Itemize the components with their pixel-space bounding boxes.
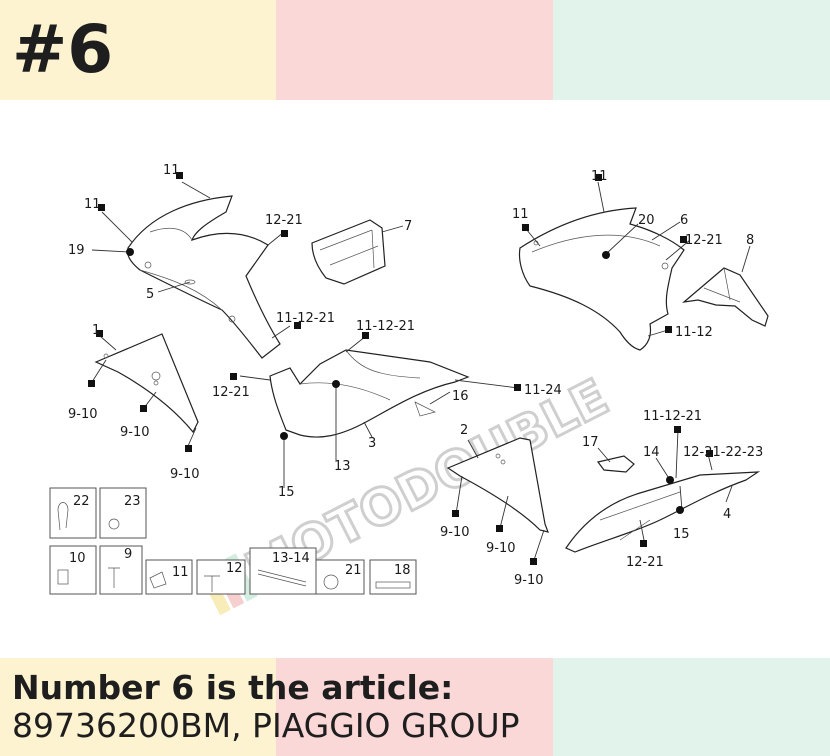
callout-label: 12-21-22-23 xyxy=(683,445,763,460)
callout-label: 11 xyxy=(591,169,608,184)
callout-label: 17 xyxy=(582,435,599,450)
fastener-label: 9 xyxy=(124,547,132,562)
part-5-side-fairing-left xyxy=(126,195,281,359)
fastener-box: 13-14 xyxy=(249,547,317,595)
band-green xyxy=(553,0,830,100)
callout-label: 9-10 xyxy=(120,425,150,440)
callout-label: 16 xyxy=(452,389,469,404)
callout-label: 4 xyxy=(723,507,731,522)
part-6-side-fairing-right xyxy=(518,207,685,351)
fastener-box: 11 xyxy=(145,559,193,595)
fastener-label: 10 xyxy=(69,551,86,566)
exploded-parts-diagram: MOTODOUBLE xyxy=(49,163,769,616)
caption-heading: Number 6 is the article: xyxy=(12,668,454,707)
band-green xyxy=(553,658,830,756)
fastener-label: 22 xyxy=(73,494,90,509)
reference-dots xyxy=(126,248,684,514)
band-yellow xyxy=(0,658,276,756)
part-2-lower-panel xyxy=(446,437,549,533)
callout-label: 12-21 xyxy=(626,555,664,570)
fastener-label: 18 xyxy=(394,563,411,578)
callout-label: 11 xyxy=(512,207,529,222)
callout-label: 13 xyxy=(334,459,351,474)
callout-label: 1 xyxy=(92,323,100,338)
part-1-inner-panel-left xyxy=(94,333,199,434)
article-number: 89736200BM, PIAGGIO GROUP xyxy=(12,706,520,745)
callout-label: 9-10 xyxy=(440,525,470,540)
callout-label: 9-10 xyxy=(514,573,544,588)
part-17-small-bracket xyxy=(596,455,635,473)
callout-label: 2 xyxy=(460,423,468,438)
fastener-box: 18 xyxy=(369,559,417,595)
band-yellow xyxy=(0,0,276,100)
callout-label: 11 xyxy=(163,163,180,178)
callout-labels: 11 11 19 12-21 7 5 1 11-12-21 9-10 9-10 … xyxy=(68,163,763,588)
callout-label: 11-12-21 xyxy=(643,409,702,424)
fastener-legend: 22 23 10 9 11 12 13- xyxy=(49,487,417,595)
callout-label: 11-12-21 xyxy=(356,319,415,334)
callout-label: 9-10 xyxy=(486,541,516,556)
callout-label: 14 xyxy=(643,445,660,460)
callout-label: 8 xyxy=(746,233,754,248)
callout-label: 19 xyxy=(68,243,85,258)
item-number-badge: #6 xyxy=(12,11,114,88)
callout-label: 15 xyxy=(673,527,690,542)
callout-label: 20 xyxy=(638,213,655,228)
fastener-label: 12 xyxy=(226,561,243,576)
fastener-label: 23 xyxy=(124,494,141,509)
callout-label: 5 xyxy=(146,287,154,302)
callout-label: 15 xyxy=(278,485,295,500)
fastener-label: 11 xyxy=(172,565,189,580)
callout-label: 11 xyxy=(84,197,101,212)
fastener-box: 22 xyxy=(49,487,97,539)
footer-band xyxy=(0,658,830,756)
callout-label: 3 xyxy=(368,436,376,451)
callout-label: 11-12 xyxy=(675,325,713,340)
callout-label: 9-10 xyxy=(170,467,200,482)
callout-label: 12-21 xyxy=(212,385,250,400)
part-4-lower-cowl xyxy=(565,471,761,553)
fastener-box: 23 xyxy=(99,487,147,539)
callout-label: 12-21 xyxy=(685,233,723,248)
callout-label: 6 xyxy=(680,213,688,228)
fastener-box: 12 xyxy=(196,559,246,595)
reference-markers xyxy=(88,172,713,565)
band-pink xyxy=(276,0,553,100)
callout-label: 12-21 xyxy=(265,213,303,228)
callout-label: 11-12-21 xyxy=(276,311,335,326)
fastener-box: 9 xyxy=(99,545,143,595)
fastener-box: 10 xyxy=(49,545,97,595)
band-pink xyxy=(276,658,553,756)
callout-label: 7 xyxy=(404,219,412,234)
fastener-label: 13-14 xyxy=(272,551,310,566)
part-8-bracket-right xyxy=(682,267,769,327)
part-7-air-duct xyxy=(311,219,386,285)
fastener-label: 21 xyxy=(345,563,362,578)
callout-label: 9-10 xyxy=(68,407,98,422)
fastener-box: 21 xyxy=(315,559,365,595)
callout-label: 11-24 xyxy=(524,383,562,398)
part-3-belly-pan xyxy=(269,349,470,438)
header-band xyxy=(0,0,830,100)
